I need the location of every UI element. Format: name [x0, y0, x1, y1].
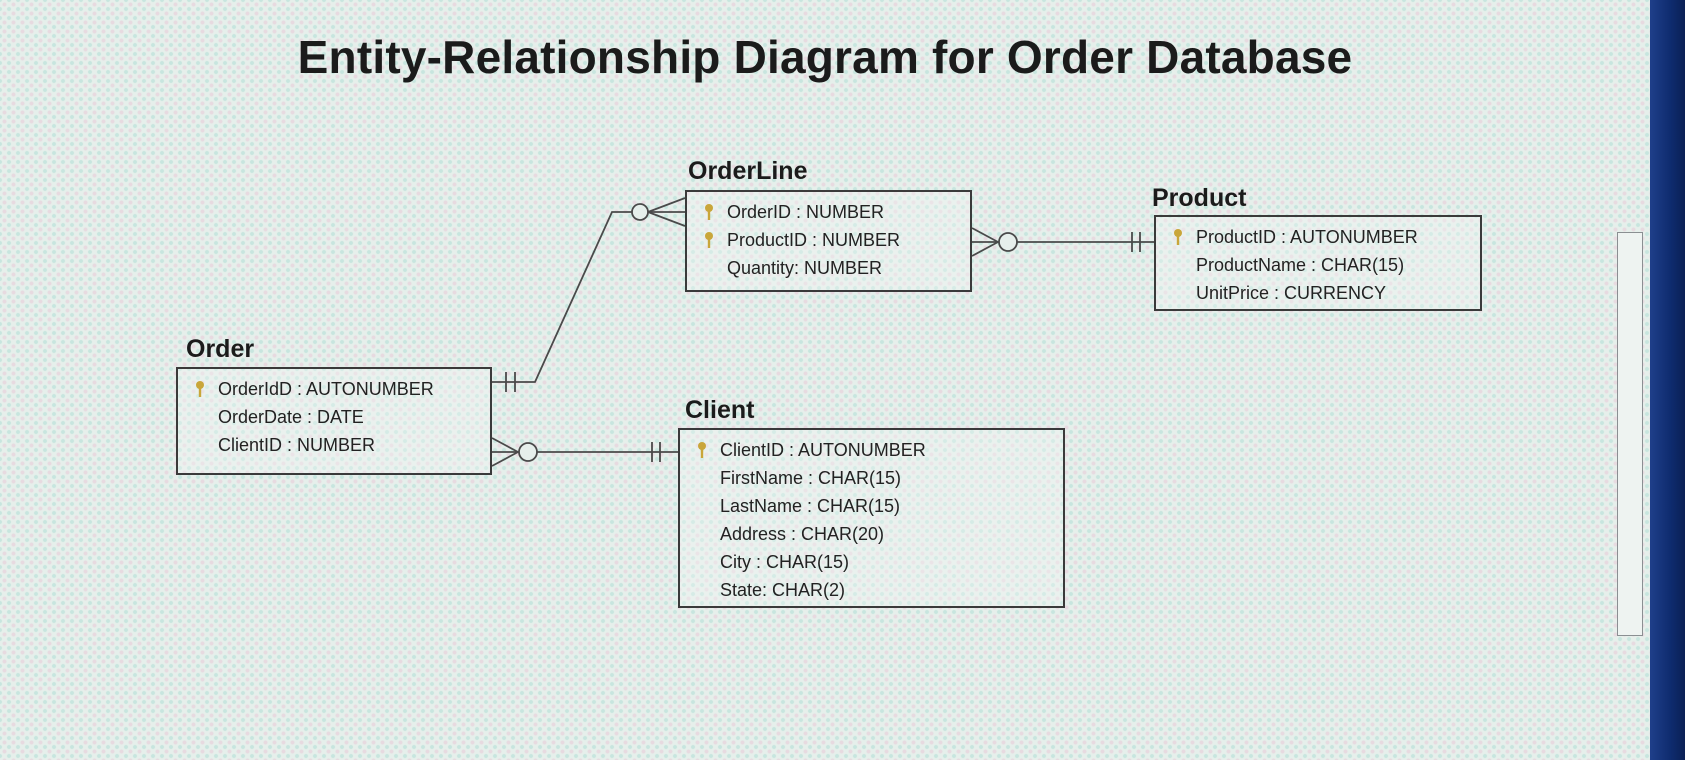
attribute-client-clientid: ClientID : AUTONUMBER	[690, 436, 1053, 464]
attribute-product-unitprice: UnitPrice : CURRENCY	[1166, 279, 1470, 307]
diagram-title: Entity-Relationship Diagram for Order Da…	[297, 31, 1353, 83]
attribute-orderline-orderid: OrderID : NUMBER	[697, 198, 960, 226]
attribute-text: ClientID : NUMBER	[218, 435, 376, 455]
attribute-product-productid: ProductID : AUTONUMBER	[1166, 223, 1470, 251]
entity-name-order: Order	[186, 335, 255, 363]
scrollbar-track[interactable]	[1617, 232, 1643, 636]
attribute-client-lastname: LastName : CHAR(15)	[690, 492, 1053, 520]
entity-name-product: Product	[1152, 184, 1247, 212]
attribute-text: Address : CHAR(20)	[720, 524, 885, 544]
key-icon	[705, 204, 713, 220]
rel-orderline-product	[971, 227, 1154, 257]
rel-order-client	[491, 437, 678, 467]
key-icon	[705, 232, 713, 248]
attribute-text: FirstName : CHAR(15)	[720, 468, 902, 488]
key-icon	[1174, 229, 1182, 245]
attribute-text: City : CHAR(15)	[720, 552, 850, 572]
key-icon	[698, 442, 706, 458]
attribute-text: UnitPrice : CURRENCY	[1196, 283, 1387, 303]
attribute-client-firstname: FirstName : CHAR(15)	[690, 464, 1053, 492]
attribute-client-state: State: CHAR(2)	[690, 576, 1053, 604]
relationship-lines	[491, 197, 1154, 467]
attribute-text: OrderDate : DATE	[218, 407, 364, 427]
monitor-edge	[1650, 0, 1685, 760]
attribute-text: LastName : CHAR(15)	[720, 496, 901, 516]
attribute-text: OrderIdD : AUTONUMBER	[218, 379, 434, 399]
attribute-text: ProductID : AUTONUMBER	[1196, 227, 1418, 247]
entity-client[interactable]: ClientID : AUTONUMBER FirstName : CHAR(1…	[678, 428, 1065, 608]
entity-name-orderline: OrderLine	[688, 157, 808, 185]
attribute-text: ProductName : CHAR(15)	[1196, 255, 1405, 275]
entity-orderline[interactable]: OrderID : NUMBER ProductID : NUMBER Quan…	[685, 190, 972, 292]
attribute-text: OrderID : NUMBER	[727, 202, 885, 222]
attribute-text: State: CHAR(2)	[720, 580, 846, 600]
attribute-order-orderid: OrderIdD : AUTONUMBER	[188, 375, 480, 403]
entity-order[interactable]: OrderIdD : AUTONUMBER OrderDate : DATE C…	[176, 367, 492, 475]
attribute-text: ProductID : NUMBER	[727, 230, 901, 250]
key-icon	[196, 381, 204, 397]
rel-order-orderline	[492, 197, 686, 392]
attribute-order-orderdate: OrderDate : DATE	[188, 403, 480, 431]
attribute-orderline-productid: ProductID : NUMBER	[697, 226, 960, 254]
attribute-orderline-quantity: Quantity: NUMBER	[697, 254, 960, 282]
attribute-client-city: City : CHAR(15)	[690, 548, 1053, 576]
screen-background	[0, 0, 1650, 760]
attribute-text: ClientID : AUTONUMBER	[720, 440, 926, 460]
attribute-order-clientid: ClientID : NUMBER	[188, 431, 480, 459]
attribute-client-address: Address : CHAR(20)	[690, 520, 1053, 548]
attribute-product-productname: ProductName : CHAR(15)	[1166, 251, 1470, 279]
entity-name-client: Client	[685, 396, 755, 424]
attribute-text: Quantity: NUMBER	[727, 258, 883, 278]
entity-product[interactable]: ProductID : AUTONUMBER ProductName : CHA…	[1154, 215, 1482, 311]
